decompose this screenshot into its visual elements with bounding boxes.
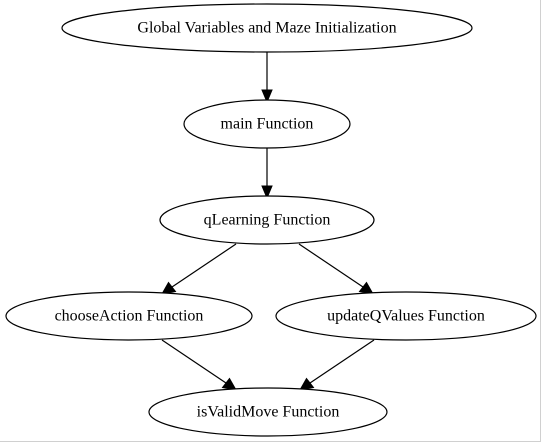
node-updateqvalues-shape [275,291,537,341]
node-chooseaction[interactable]: chooseAction Function [5,291,253,341]
node-globals-label: Global Variables and Maze Initialization [137,20,396,37]
node-isvalidmove-shape [148,387,388,437]
node-chooseaction-label: chooseAction Function [55,308,204,325]
edge-updateqvalues-to-isvalidmove [299,339,375,391]
node-chooseaction-shape [5,291,253,341]
node-main-shape [183,99,351,149]
node-qlearning[interactable]: qLearning Function [159,195,375,245]
node-globals-shape [61,3,473,53]
node-updateqvalues[interactable]: updateQValues Function [275,291,537,341]
edge-chooseaction-to-isvalidmove [161,339,237,391]
node-isvalidmove[interactable]: isValidMove Function [148,387,388,437]
edge-main-to-qlearning [261,148,273,200]
node-updateqvalues-label: updateQValues Function [327,308,485,325]
edge-qlearning-to-updateqvalues [298,243,374,295]
node-qlearning-label: qLearning Function [204,212,331,229]
node-isvalidmove-label: isValidMove Function [197,404,340,421]
node-main[interactable]: main Function [183,99,351,149]
node-globals[interactable]: Global Variables and Maze Initialization [61,3,473,53]
node-qlearning-shape [159,195,375,245]
edge-globals-to-main [261,52,273,104]
node-main-label: main Function [221,116,314,133]
edge-qlearning-to-chooseaction [161,243,237,295]
